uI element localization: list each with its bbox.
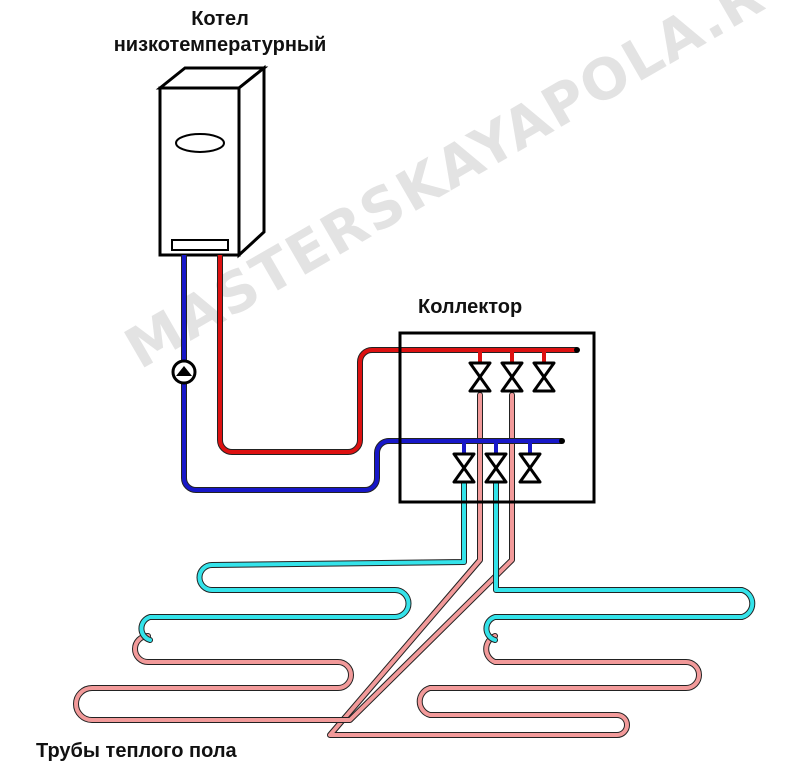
- valve-icon: [452, 441, 476, 484]
- collector-label: Коллектор: [418, 296, 523, 318]
- pump-icon: [171, 359, 197, 385]
- supply-pipe: [217, 255, 577, 455]
- valve-icon: [500, 350, 524, 393]
- valve-icon: [468, 350, 492, 393]
- valve-icon: [518, 441, 542, 484]
- boiler: [155, 64, 269, 259]
- boiler-panel: [171, 239, 229, 251]
- supply-valves: [468, 350, 556, 393]
- return-valves: [452, 441, 542, 484]
- boiler-label-line2: низкотемпературный: [113, 34, 327, 56]
- valve-icon: [484, 441, 508, 484]
- boiler-label-line1: Котел: [191, 8, 249, 30]
- floor-pipes-label: Трубы теплого пола: [36, 740, 237, 762]
- valve-icon: [532, 350, 556, 393]
- boiler-display: [175, 133, 225, 153]
- floor-loops: [73, 392, 756, 738]
- return-pipe: [181, 255, 562, 493]
- collector-box: [398, 331, 596, 504]
- boiler-label: Котел низкотемпературный: [100, 6, 340, 58]
